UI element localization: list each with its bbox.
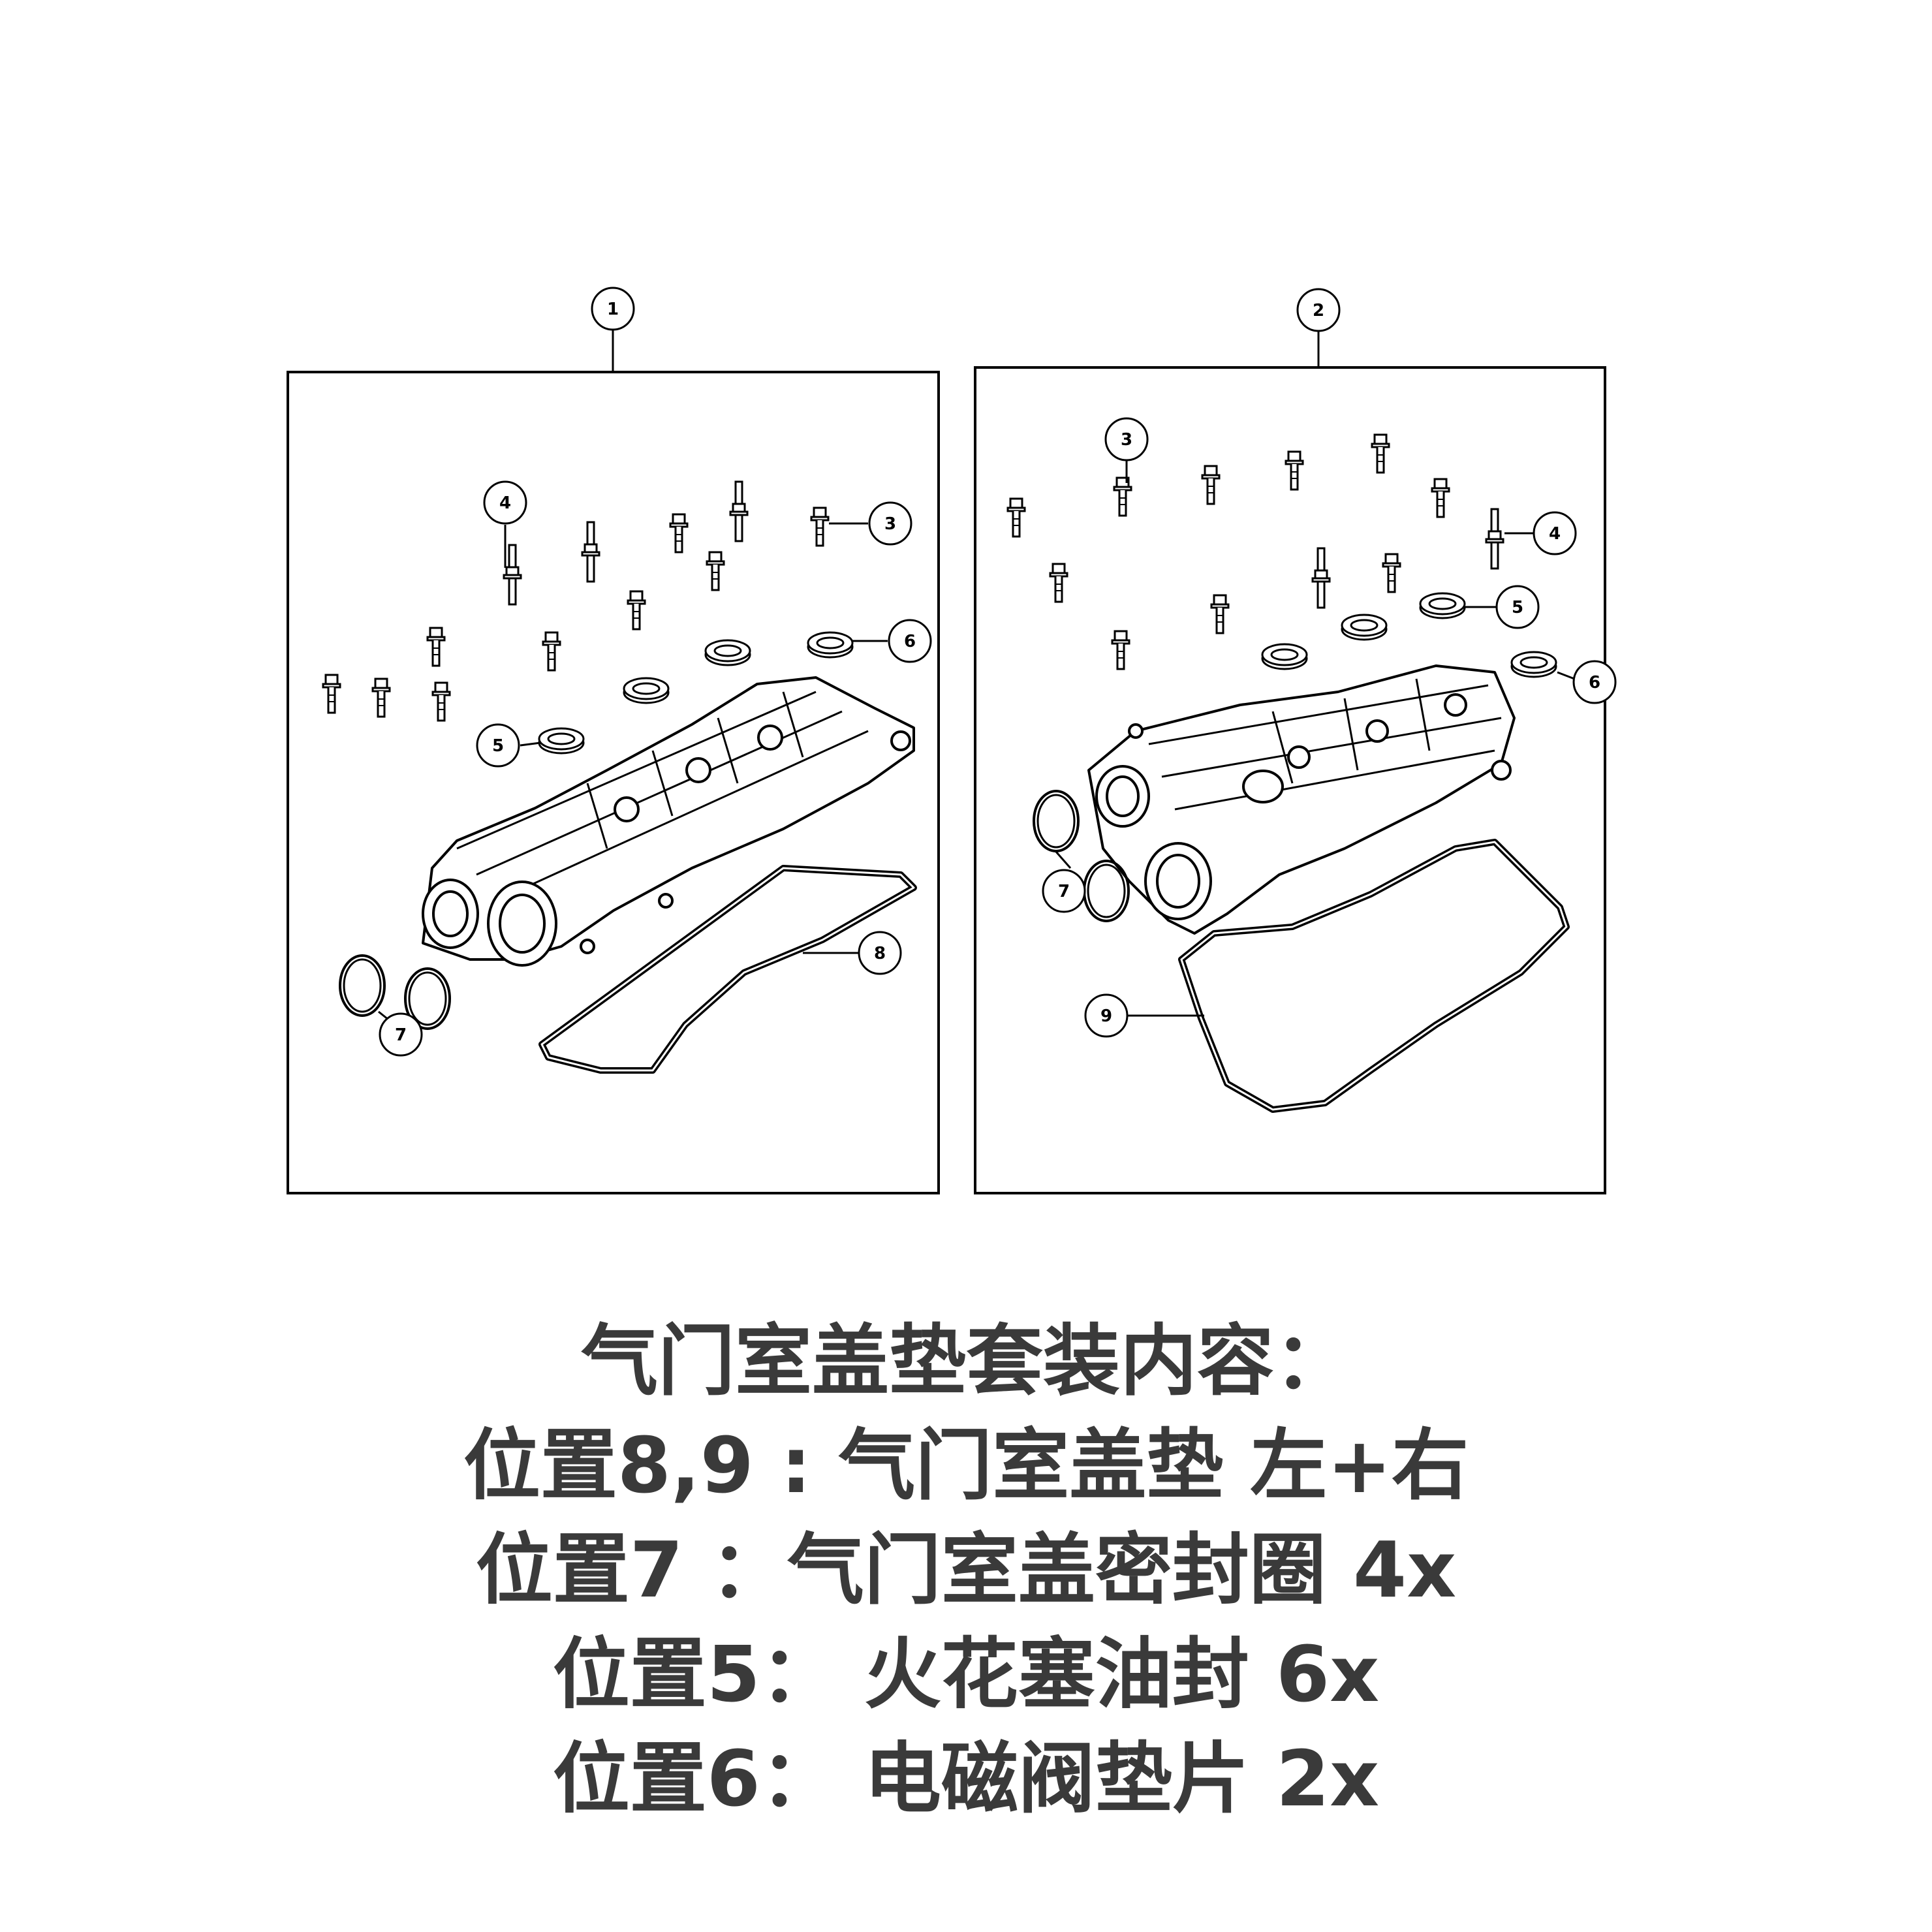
callout-9: 9 xyxy=(1084,993,1129,1038)
svg-text:1: 1 xyxy=(607,300,619,319)
right-panel: 2 3 4 xyxy=(974,288,1617,1194)
svg-text:9: 9 xyxy=(1100,1006,1112,1026)
svg-text:7: 7 xyxy=(395,1025,407,1045)
svg-text:7: 7 xyxy=(1058,882,1070,901)
svg-text:8: 8 xyxy=(874,944,886,963)
callout-1: 1 xyxy=(591,287,635,331)
caption-line-spark-seal: 位置5： 火花塞油封 6x xyxy=(552,1629,1380,1719)
svg-text:3: 3 xyxy=(884,514,896,534)
right-panel-frame xyxy=(974,366,1606,1194)
kit-contents-caption: 气门室盖垫套装内容： 位置8,9 : 气门室盖垫 左+右 位置7 ：气门室盖密封… xyxy=(0,1309,1932,1831)
valve-cover-left xyxy=(422,676,915,967)
callout-3: 3 xyxy=(1104,417,1149,461)
caption-line-solenoid-gasket: 位置6： 电磁阀垫片 2x xyxy=(552,1734,1380,1824)
caption-line-gasket: 位置8,9 : 气门室盖垫 左+右 xyxy=(463,1420,1469,1510)
callout-5: 5 xyxy=(476,723,520,768)
stud-group-left xyxy=(503,480,749,606)
callout-7: 7 xyxy=(379,1012,423,1057)
callout-6: 6 xyxy=(1572,660,1617,704)
stud-group-right xyxy=(1311,508,1504,609)
callout-4: 4 xyxy=(483,480,527,525)
svg-text:6: 6 xyxy=(904,632,916,651)
svg-text:5: 5 xyxy=(1512,598,1523,617)
svg-text:2: 2 xyxy=(1313,301,1324,320)
callout-2: 2 xyxy=(1296,288,1341,332)
exploded-parts-diagram: 1 4 3 xyxy=(287,287,1617,1194)
callout-8: 8 xyxy=(858,931,902,975)
svg-text:4: 4 xyxy=(1549,524,1561,544)
callout-4: 4 xyxy=(1533,511,1577,555)
caption-line-oring: 位置7 ：气门室盖密封圈 4x xyxy=(475,1525,1457,1615)
callout-7: 7 xyxy=(1042,869,1086,913)
svg-text:6: 6 xyxy=(1589,673,1600,693)
svg-text:3: 3 xyxy=(1121,430,1132,450)
callout-3: 3 xyxy=(868,501,912,546)
valve-cover-right xyxy=(1087,664,1516,935)
callout-6: 6 xyxy=(888,619,932,663)
svg-text:5: 5 xyxy=(492,736,504,756)
left-panel: 1 4 3 xyxy=(287,287,940,1194)
svg-text:4: 4 xyxy=(499,493,511,513)
callout-5: 5 xyxy=(1495,585,1540,629)
caption-title: 气门室盖垫套装内容： xyxy=(580,1316,1351,1406)
